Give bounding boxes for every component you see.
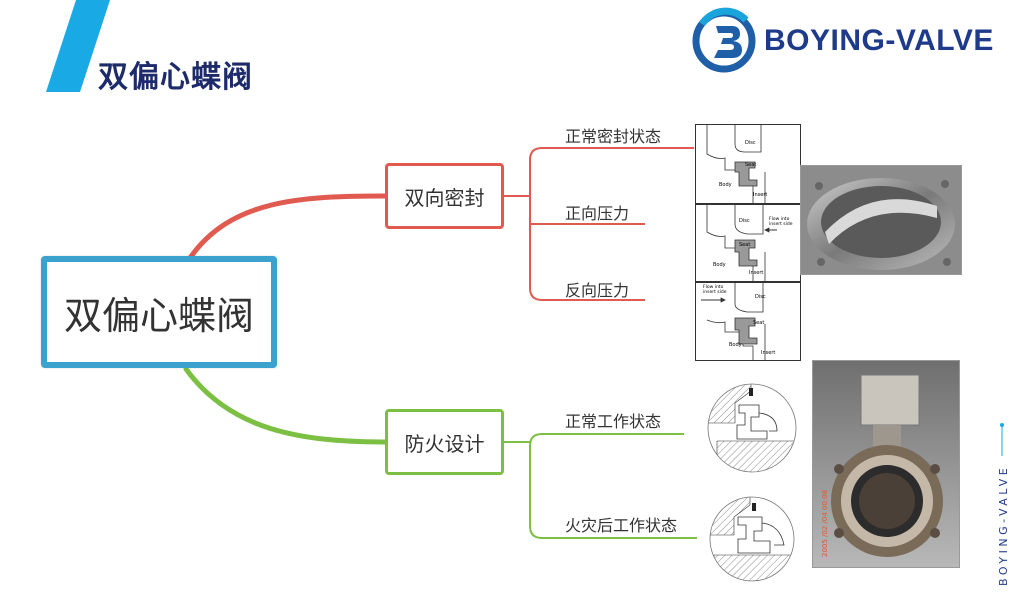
svg-text:Body: Body [729, 342, 742, 348]
label-seat: Seat [745, 162, 756, 168]
fire-normal-diagram [707, 383, 797, 473]
branch-bidirectional-seal: 双向密封 [385, 163, 504, 229]
seal-diagram-forward [706, 204, 777, 282]
central-node: 双偏心蝶阀 [41, 256, 277, 368]
brand-name: BOYING-VALVE [764, 24, 994, 57]
seal-diagram-normal [706, 124, 766, 204]
leaf-forward-pressure: 正向压力 [565, 204, 630, 223]
boying-logo-icon [692, 7, 756, 73]
svg-text:Disc: Disc [739, 218, 750, 224]
leaf-normal-operation: 正常工作状态 [565, 412, 662, 431]
page-title: 双偏心蝶阀 [98, 60, 253, 95]
label-flow-forward-2: insert side [769, 221, 793, 227]
svg-text:Body: Body [713, 262, 726, 268]
label-disc: Disc [745, 140, 756, 146]
label-flow-forward-1: Flow into [769, 216, 790, 222]
valve-disc-photo [800, 165, 962, 275]
burned-valve-photo: 2005 /02 /04 00:08 [812, 360, 960, 568]
svg-text:Disc: Disc [755, 294, 766, 300]
label-insert: Insert [753, 192, 767, 198]
side-brand: BOYING-VALVE [988, 420, 1018, 590]
seal-diagram-reverse [701, 282, 766, 360]
fire-after-diagram [709, 496, 795, 582]
svg-text:Flow into: Flow into [703, 284, 724, 290]
seal-cross-section-diagrams: Disc Seat Body Insert Disc Flow into ins… [695, 124, 801, 361]
photo-date-stamp: 2005 /02 /04 00:08 [821, 490, 829, 557]
svg-text:Seat: Seat [753, 320, 764, 326]
svg-text:insert side: insert side [703, 289, 727, 295]
title-accent-bar [46, 0, 110, 92]
side-brand-text: BOYING-VALVE [997, 465, 1010, 586]
svg-text:Insert: Insert [761, 350, 775, 356]
brand-logo [688, 4, 1024, 78]
label-body: Body [719, 182, 732, 188]
svg-text:Insert: Insert [749, 270, 763, 276]
svg-text:Seat: Seat [739, 242, 750, 248]
branch-fireproof-design: 防火设计 [385, 409, 504, 475]
leaf-normal-seal: 正常密封状态 [565, 127, 662, 146]
leaf-after-fire-operation: 火灾后工作状态 [565, 516, 678, 535]
leaf-reverse-pressure: 反向压力 [565, 281, 630, 300]
